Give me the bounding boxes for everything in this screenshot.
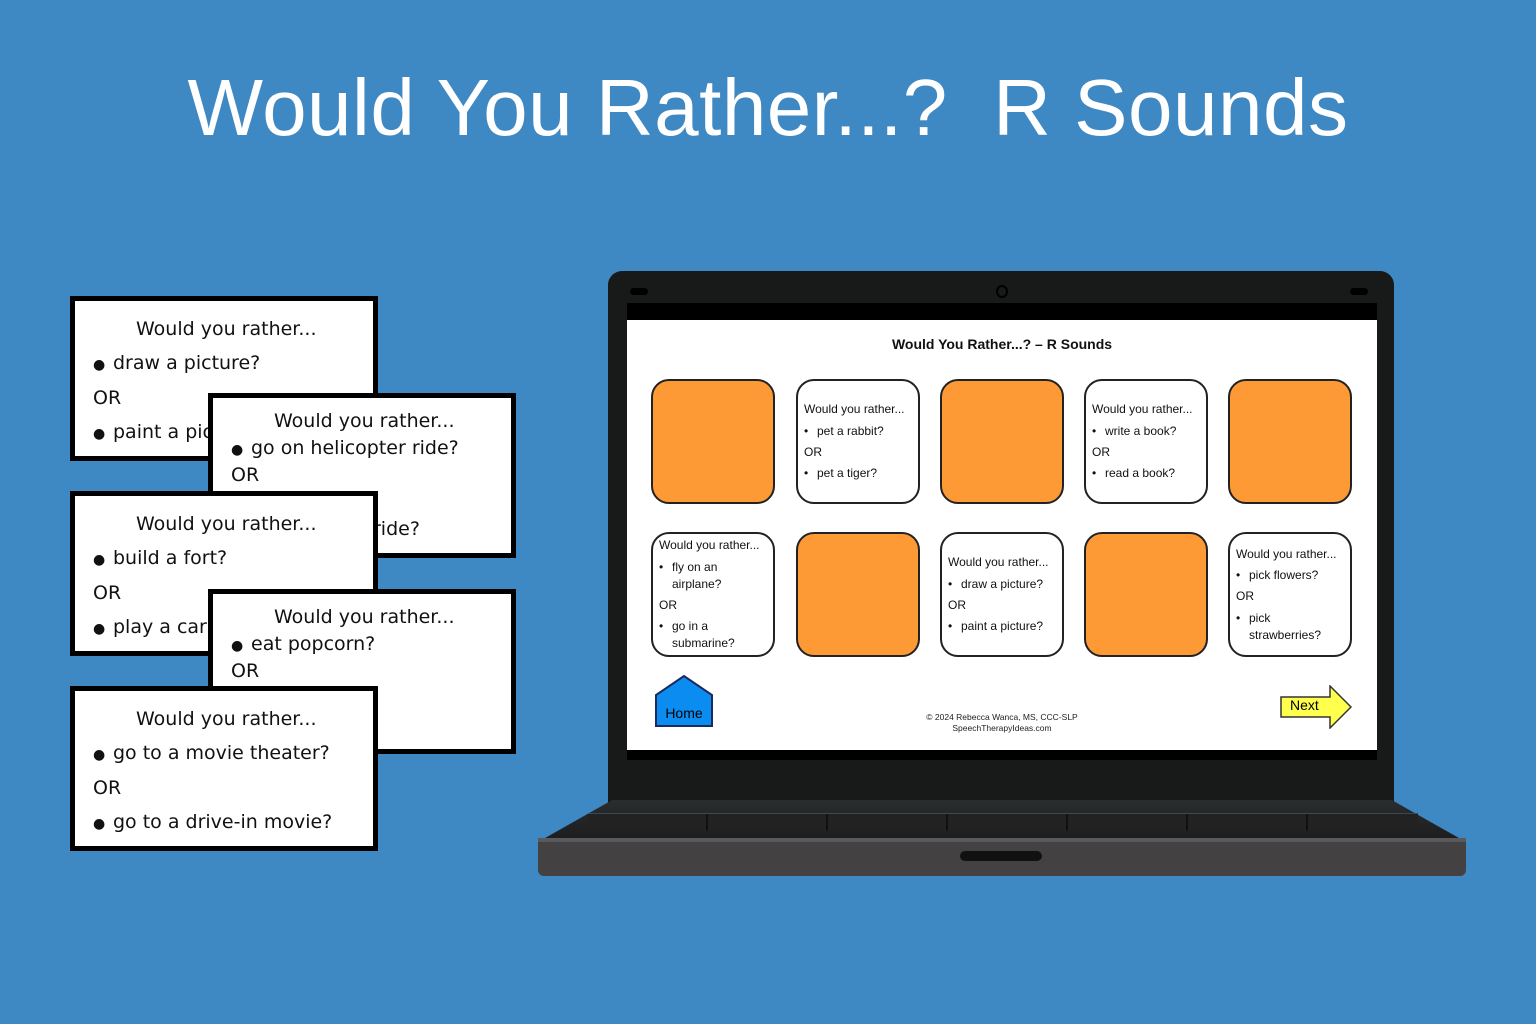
bullet-icon: ● xyxy=(93,357,106,373)
screen-bottom-bar xyxy=(627,750,1377,760)
card-or: OR xyxy=(93,582,122,604)
copyright-text: © 2024 Rebecca Wanca, MS, CCC-SLP xyxy=(926,712,1078,722)
screen-top-bar xyxy=(627,303,1377,321)
card-option: draw a picture? xyxy=(113,352,261,374)
card-option: build a fort? xyxy=(113,547,228,569)
next-button[interactable]: Next xyxy=(1280,684,1353,730)
tile-or: OR xyxy=(1092,444,1110,459)
arrow-right-icon xyxy=(1280,684,1353,730)
hidden-tile[interactable] xyxy=(651,379,775,504)
copyright: © 2024 Rebecca Wanca, MS, CCC-SLP Speech… xyxy=(627,712,1377,734)
tile-option: go in a submarine? xyxy=(659,618,739,652)
tile-option: read a book? xyxy=(1092,465,1206,482)
bullet-icon: ● xyxy=(93,621,106,637)
tile-option: paint a picture? xyxy=(948,618,1062,635)
tile-or: OR xyxy=(659,597,677,612)
card-option: play a car xyxy=(113,616,207,638)
hidden-tile[interactable] xyxy=(1228,379,1352,504)
bullet-icon: ● xyxy=(93,747,106,763)
house-icon xyxy=(655,674,713,727)
tile-option: draw a picture? xyxy=(948,576,1062,593)
page-title: Would You Rather...? R Sounds xyxy=(187,63,1349,152)
tile-heading: Would you rather... xyxy=(948,555,1049,569)
hidden-tile[interactable] xyxy=(940,379,1064,504)
card-heading: Would you rather... xyxy=(136,318,317,340)
screen-title: Would You Rather...? – R Sounds xyxy=(891,336,1113,352)
card-option: eat popcorn? xyxy=(251,633,376,655)
tile-heading: Would you rather... xyxy=(1236,546,1337,561)
website-text: SpeechTherapyIdeas.com xyxy=(952,723,1052,733)
tile-or: OR xyxy=(1236,589,1254,603)
card-option: go to a drive-in movie? xyxy=(113,811,333,833)
card-heading: Would you rather... xyxy=(136,708,317,730)
revealed-tile[interactable]: Would you rather... pick flowers? OR pic… xyxy=(1228,532,1352,657)
tile-option: fly on an airplane? xyxy=(659,559,729,593)
revealed-tile[interactable]: Would you rather... draw a picture? OR p… xyxy=(940,532,1064,657)
card-heading: Would you rather... xyxy=(274,606,455,628)
laptop-slot xyxy=(960,851,1042,861)
tile-option: write a book? xyxy=(1092,423,1206,440)
bullet-icon: ● xyxy=(93,816,106,832)
webcam-icon xyxy=(996,285,1008,298)
home-button[interactable]: Home xyxy=(655,674,713,727)
card-or: OR xyxy=(93,777,122,799)
tile-option: pick flowers? xyxy=(1236,567,1350,584)
bullet-icon: ● xyxy=(231,442,244,458)
revealed-tile[interactable]: Would you rather... pet a rabbit? OR pet… xyxy=(796,379,920,504)
tile-or: OR xyxy=(948,597,966,612)
sensor-icon xyxy=(630,288,648,295)
bullet-icon: ● xyxy=(93,552,106,568)
hidden-tile[interactable] xyxy=(796,532,920,657)
bullet-icon: ● xyxy=(231,638,244,654)
home-label: Home xyxy=(665,705,703,721)
tile-option: pick strawberries? xyxy=(1236,610,1326,644)
bullet-icon: ● xyxy=(93,426,106,442)
revealed-tile[interactable]: Would you rather... write a book? OR rea… xyxy=(1084,379,1208,504)
sensor-icon xyxy=(1350,288,1368,295)
card-option: ride? xyxy=(373,518,420,540)
revealed-tile[interactable]: Would you rather... fly on an airplane? … xyxy=(651,532,775,657)
card-heading: Would you rather... xyxy=(136,513,317,535)
tile-heading: Would you rather... xyxy=(804,402,905,416)
card-option: go to a movie theater? xyxy=(113,742,330,764)
next-label: Next xyxy=(1290,697,1319,713)
tile-option: pet a rabbit? xyxy=(804,423,918,440)
tile-heading: Would you rather... xyxy=(659,538,760,552)
paper-card: Would you rather... ● go to a movie thea… xyxy=(70,686,378,851)
card-or: OR xyxy=(231,660,260,682)
card-heading: Would you rather... xyxy=(274,410,455,432)
card-option: go on helicopter ride? xyxy=(251,437,459,459)
tile-option: pet a tiger? xyxy=(804,465,918,482)
card-or: OR xyxy=(93,387,122,409)
card-option: paint a pic xyxy=(113,421,213,443)
tile-or: OR xyxy=(804,444,822,459)
keyboard xyxy=(588,813,1418,831)
tile-heading: Would you rather... xyxy=(1092,402,1193,416)
card-or: OR xyxy=(231,464,260,486)
hidden-tile[interactable] xyxy=(1084,532,1208,657)
